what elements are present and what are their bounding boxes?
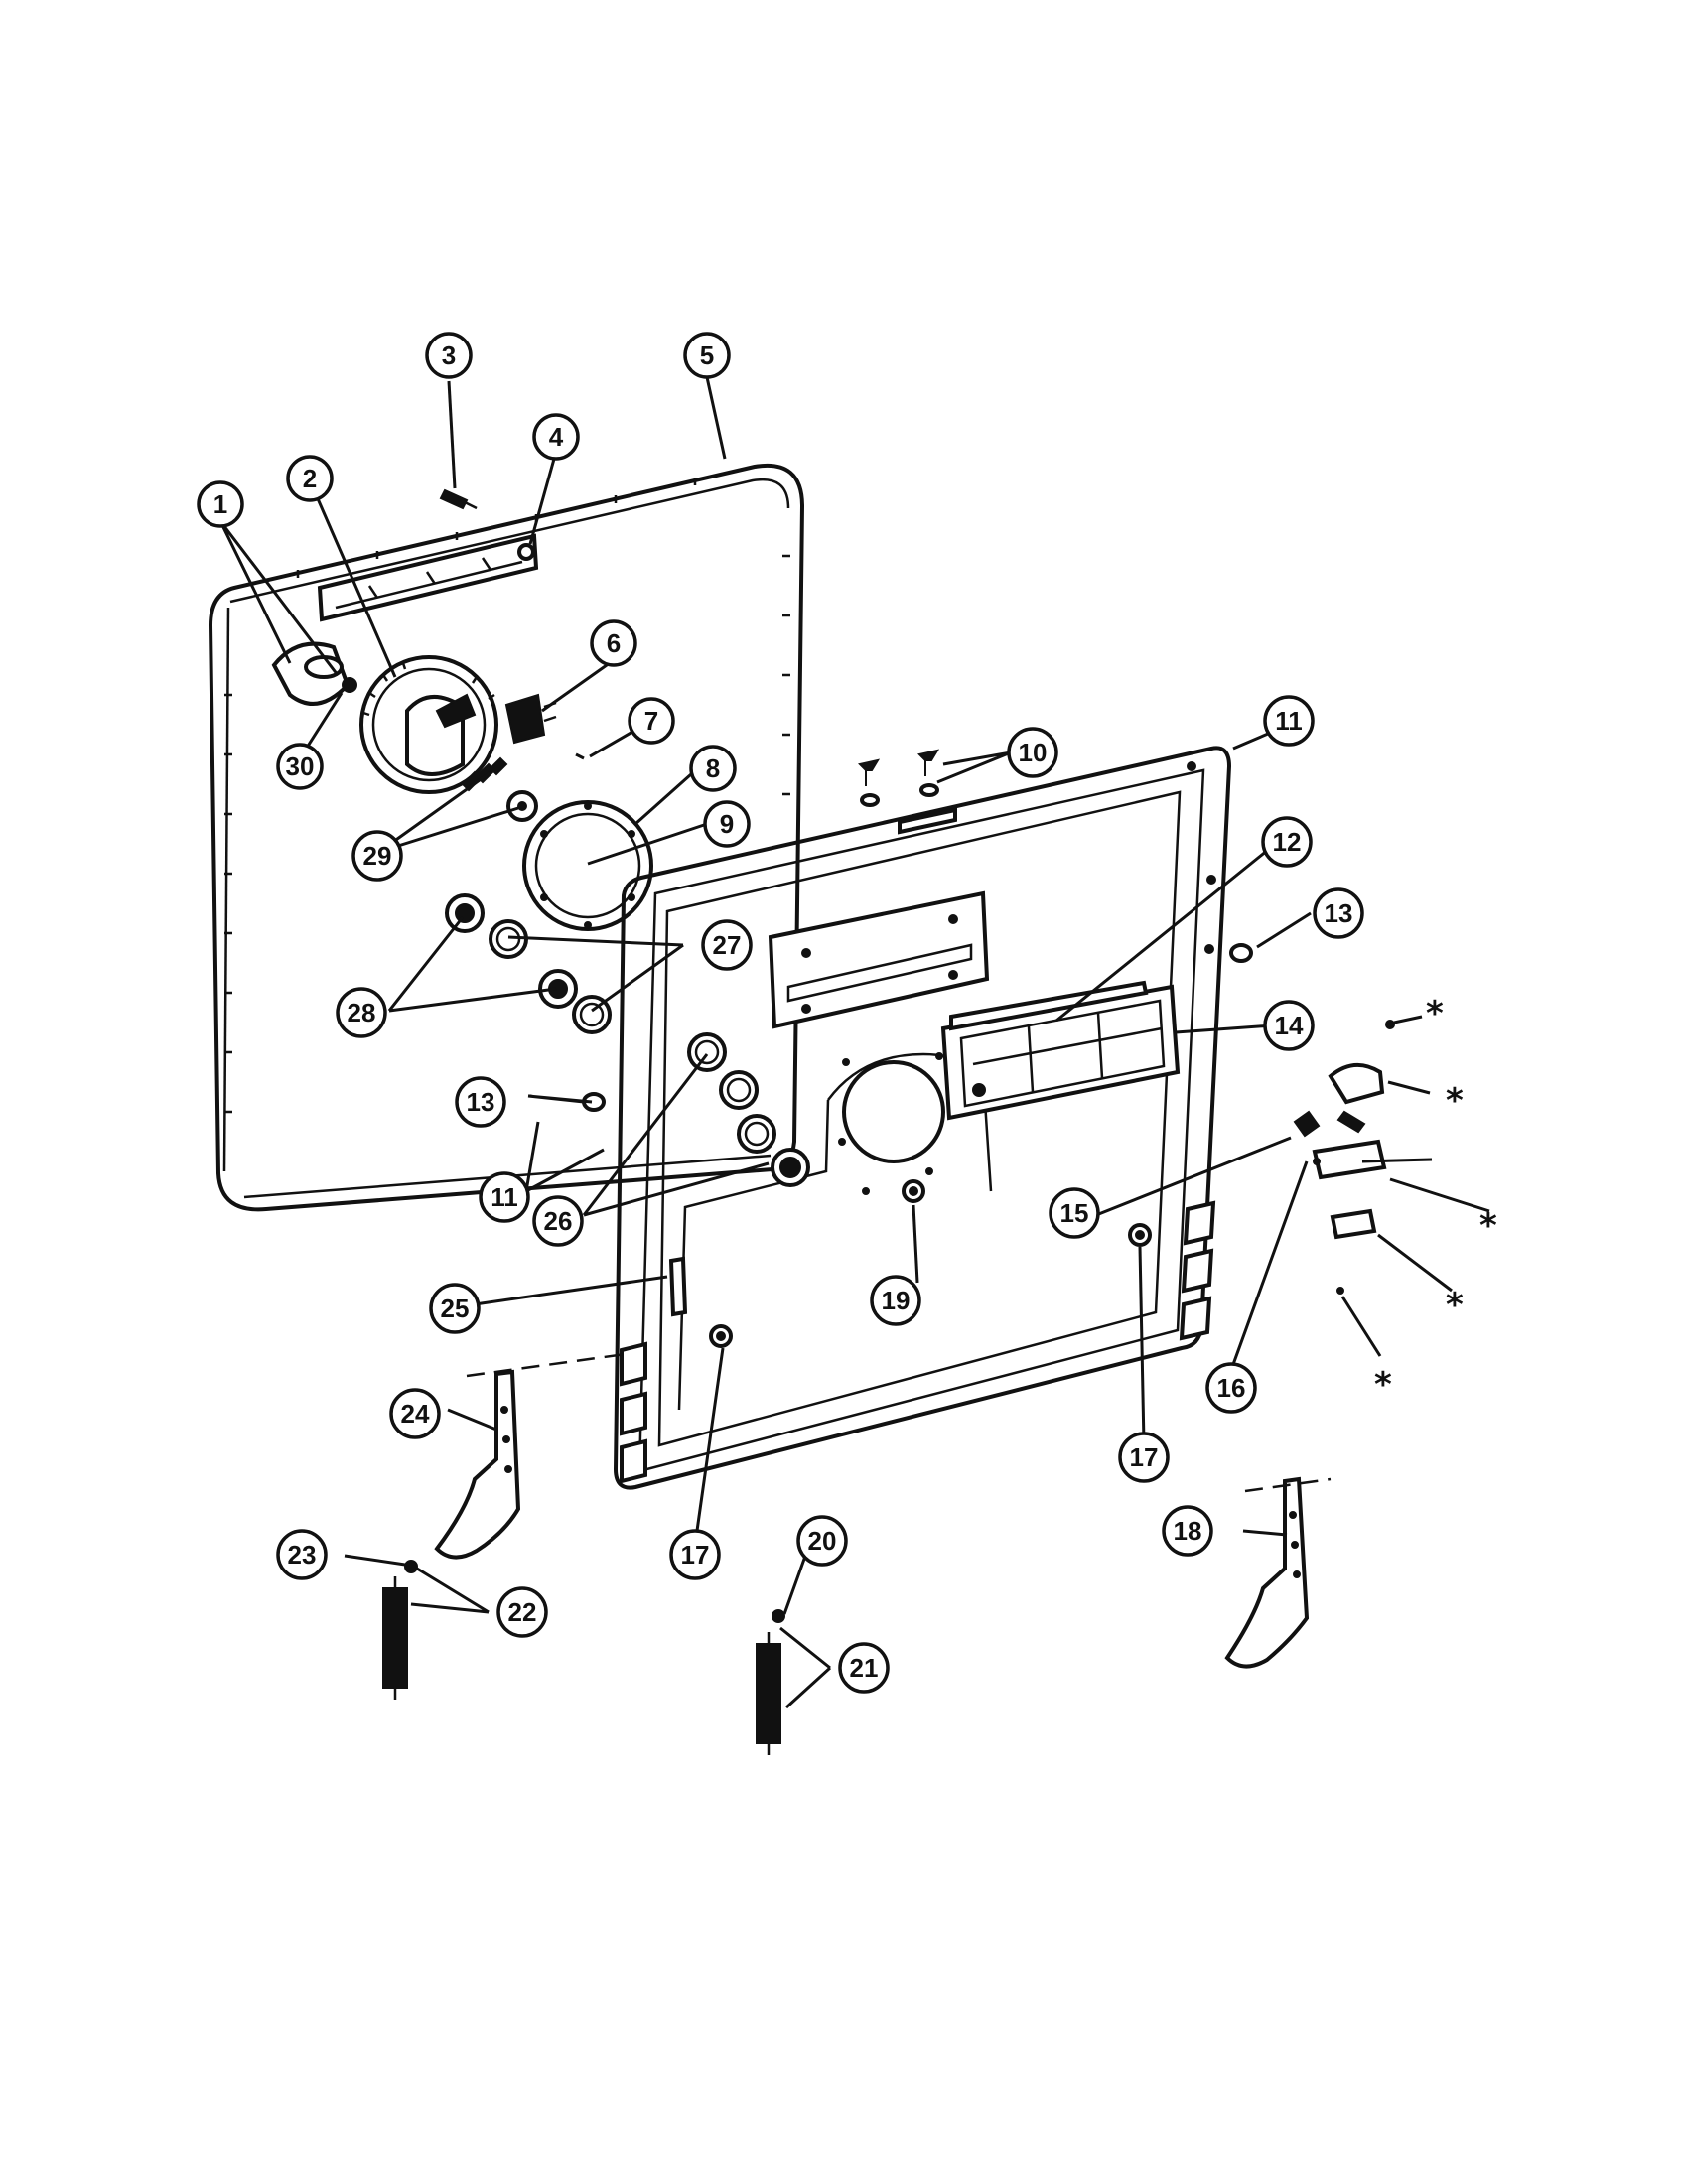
svg-text:11: 11 [1275, 706, 1303, 736]
svg-text:6: 6 [607, 628, 621, 658]
svg-text:2: 2 [303, 464, 317, 493]
callout-1: 1 [197, 480, 244, 528]
latch-bracket [668, 1256, 688, 1317]
asterisk-1: * [1426, 994, 1444, 1033]
dial-springs [461, 756, 538, 822]
svg-text:3: 3 [442, 341, 456, 370]
callout-4: 4 [532, 413, 580, 461]
callout-14: 14 [1263, 1000, 1315, 1051]
hole-plug-right [1229, 943, 1253, 963]
asterisk-2: * [1446, 1081, 1464, 1121]
callout-15: 15 [1049, 1187, 1100, 1239]
svg-text:23: 23 [288, 1540, 317, 1570]
svg-text:13: 13 [1325, 898, 1353, 928]
knob-screw [342, 677, 357, 693]
leader-lines [218, 376, 1490, 1709]
gasket-ring [522, 800, 653, 931]
callout-3: 3 [425, 332, 473, 379]
svg-text:13: 13 [467, 1087, 495, 1117]
bumpers [445, 893, 578, 1009]
callout-7: 7 [628, 697, 675, 745]
svg-text:22: 22 [508, 1597, 537, 1627]
svg-text:5: 5 [700, 341, 714, 370]
callout-30: 30 [276, 743, 324, 790]
door-latch-assembly [1293, 1020, 1395, 1295]
svg-text:7: 7 [644, 706, 658, 736]
callout-11-left: 11 [479, 1171, 530, 1223]
svg-text:4: 4 [549, 422, 564, 452]
inner-door-panel [614, 746, 1231, 1490]
center-door-spring [756, 1609, 785, 1755]
callout-10: 10 [1007, 727, 1058, 778]
part7-pin [575, 752, 585, 760]
callout-29: 29 [351, 830, 403, 882]
svg-text:24: 24 [401, 1399, 430, 1429]
panel-screw-hole [517, 543, 535, 561]
callout-5: 5 [683, 332, 731, 379]
panel-screw [439, 488, 478, 510]
svg-text:25: 25 [441, 1294, 470, 1323]
asterisk-4: * [1446, 1286, 1464, 1325]
svg-text:17: 17 [681, 1540, 710, 1570]
svg-text:15: 15 [1060, 1198, 1089, 1228]
svg-text:26: 26 [544, 1206, 573, 1236]
callout-17-right: 17 [1118, 1432, 1170, 1483]
callout-28: 28 [336, 987, 387, 1038]
callout-11-right: 11 [1263, 695, 1315, 747]
right-hinge-arm [1224, 1476, 1310, 1669]
svg-text:14: 14 [1275, 1011, 1304, 1040]
callout-18: 18 [1162, 1505, 1213, 1557]
callout-27: 27 [701, 919, 753, 971]
callout-16: 16 [1205, 1362, 1257, 1414]
svg-text:21: 21 [850, 1653, 879, 1683]
shoulder-screws [709, 1179, 1152, 1348]
left-hinge-arm [434, 1369, 521, 1560]
svg-text:30: 30 [286, 751, 315, 781]
callout-9: 9 [703, 800, 751, 848]
left-door-spring [382, 1560, 418, 1700]
callout-26: 26 [532, 1195, 584, 1247]
callout-17-left: 17 [669, 1529, 721, 1580]
svg-text:17: 17 [1130, 1442, 1159, 1472]
callout-6: 6 [590, 619, 637, 667]
svg-text:8: 8 [706, 753, 720, 783]
svg-text:1: 1 [213, 489, 227, 519]
asterisk-3: * [1479, 1206, 1497, 1246]
callout-12: 12 [1261, 816, 1313, 868]
svg-text:18: 18 [1174, 1516, 1202, 1546]
callout-2: 2 [286, 455, 334, 502]
asterisk-5: * [1374, 1365, 1392, 1405]
svg-text:20: 20 [808, 1526, 837, 1556]
hinge-axis-left [466, 1352, 627, 1378]
top-screws [858, 749, 940, 807]
callout-25: 25 [429, 1283, 481, 1334]
svg-text:9: 9 [720, 809, 734, 839]
dispenser-seal-strip [949, 980, 1149, 1031]
svg-text:16: 16 [1217, 1373, 1246, 1403]
hinge-axis-right [1244, 1477, 1332, 1493]
svg-text:19: 19 [882, 1286, 911, 1315]
callout-21: 21 [838, 1642, 890, 1694]
svg-text:29: 29 [363, 841, 392, 871]
svg-text:10: 10 [1019, 738, 1048, 767]
svg-text:28: 28 [348, 998, 376, 1027]
callout-24: 24 [389, 1388, 441, 1439]
callout-13-left: 13 [455, 1076, 506, 1128]
timer-dial [359, 655, 498, 794]
callout-19: 19 [870, 1275, 921, 1326]
switch-part [504, 693, 557, 745]
callout-20: 20 [796, 1515, 848, 1567]
svg-text:11: 11 [491, 1182, 518, 1212]
callout-23: 23 [276, 1529, 328, 1580]
svg-text:12: 12 [1273, 827, 1302, 857]
callout-8: 8 [689, 745, 737, 792]
svg-text:27: 27 [713, 930, 742, 960]
callout-13-right: 13 [1313, 887, 1364, 939]
callout-22: 22 [496, 1586, 548, 1638]
